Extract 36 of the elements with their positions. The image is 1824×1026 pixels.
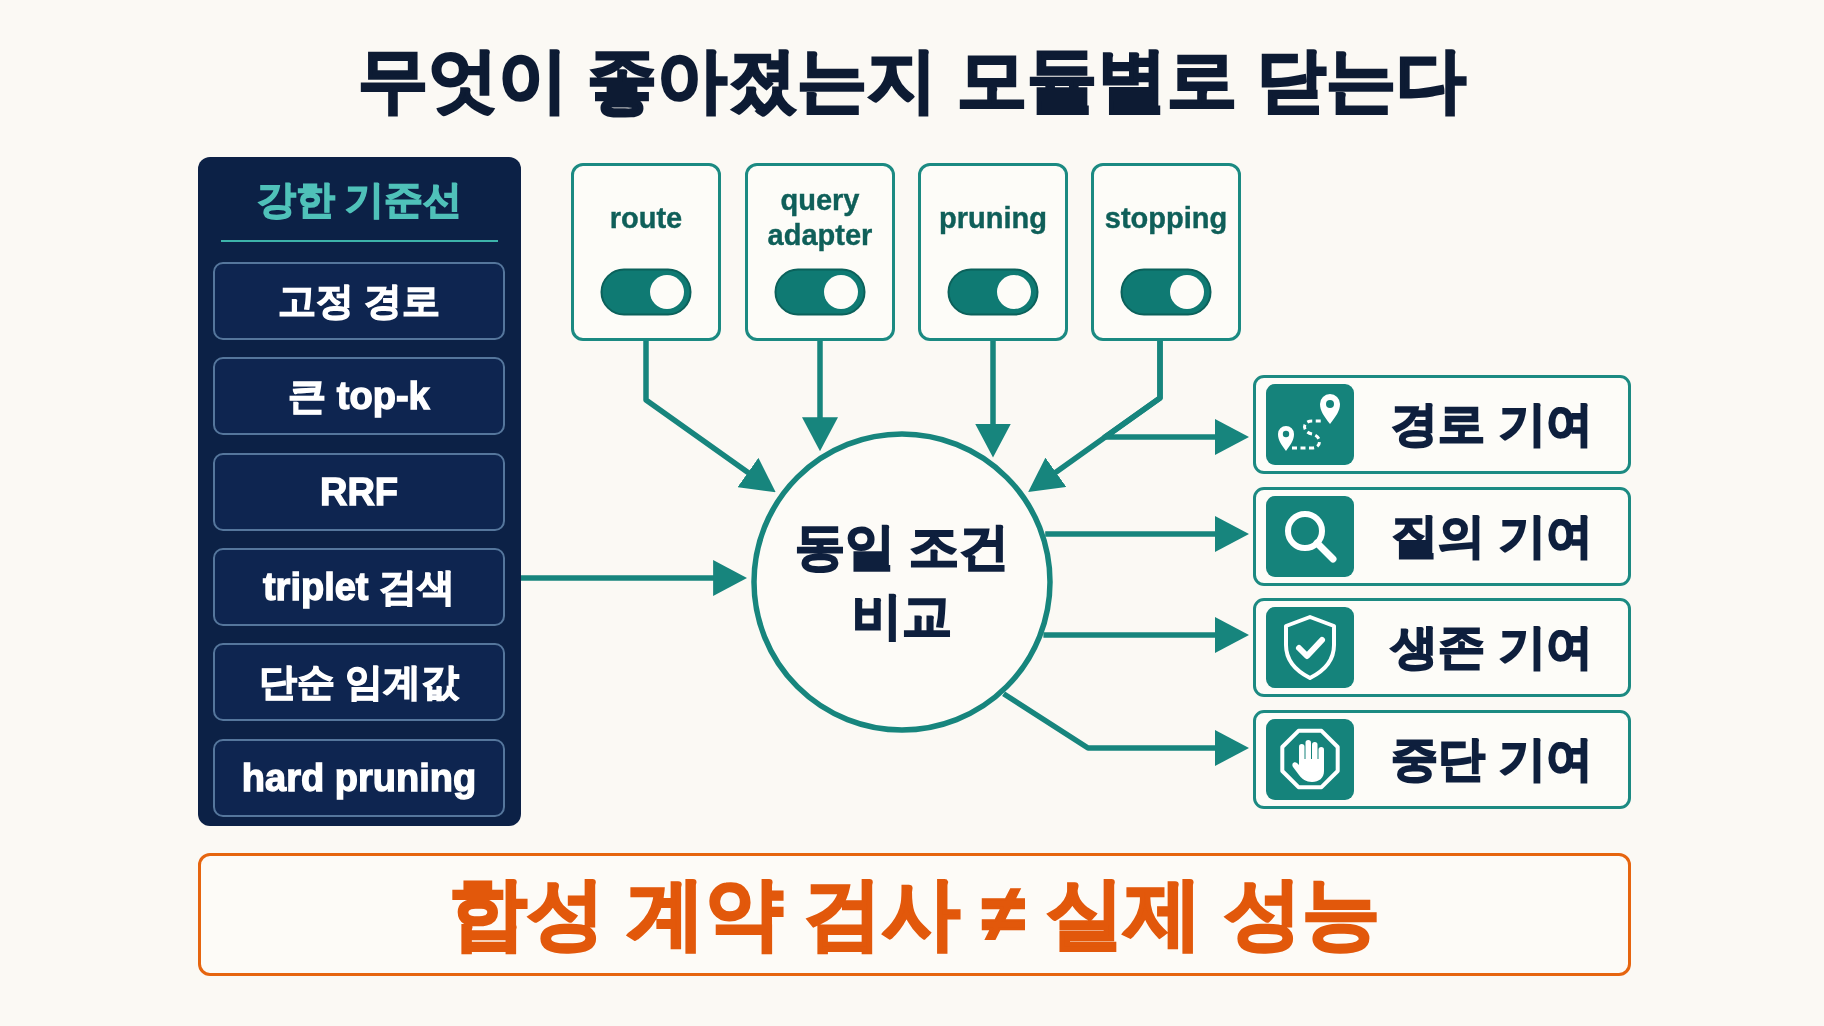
toggle-card	[1091, 163, 1241, 341]
note-banner: 합성 계약 검사 ≠ 실제 성능	[198, 853, 1631, 976]
contribution-box	[1253, 487, 1631, 586]
list-item-box: hard pruning	[213, 739, 505, 817]
box-label: 경로 기여	[1391, 396, 1593, 452]
toggle-card	[571, 163, 721, 341]
list-item-box: 고정 경로	[213, 262, 505, 340]
list-item-box: 큰 top-k	[213, 357, 505, 435]
card-label: pruning	[938, 200, 1048, 236]
panel-heading: 강한 기준선	[256, 178, 463, 221]
list-item-box: RRF	[213, 453, 505, 531]
list-item-box: triplet 검색	[213, 548, 505, 626]
comparison-circle	[751, 431, 1053, 733]
arrow	[803, 341, 837, 452]
card-label: route	[608, 200, 684, 236]
arrow	[1002, 691, 1249, 765]
card-label: stopping	[1103, 200, 1229, 236]
arrow	[1043, 618, 1249, 652]
arrow	[1102, 341, 1249, 454]
box-label: 생존 기여	[1391, 619, 1593, 675]
contribution-box	[1253, 710, 1631, 809]
arrow	[976, 341, 1010, 458]
baseline-panel	[198, 157, 521, 826]
circle-label: 동일 조건 비교	[794, 518, 1010, 646]
toggle-card	[745, 163, 895, 341]
card-label: query adapter	[766, 183, 874, 253]
box-label: 질의 기여	[1391, 508, 1593, 564]
toggle-card	[918, 163, 1068, 341]
box-label: 중단 기여	[1391, 731, 1593, 787]
contribution-box	[1253, 375, 1631, 474]
contribution-box	[1253, 598, 1631, 697]
arrow	[521, 561, 748, 595]
list-item-box: 단순 임계값	[213, 643, 505, 721]
title: 무엇이 좋아졌는지 모듈별로 닫는다	[357, 41, 1467, 119]
arrow	[643, 341, 778, 495]
arrow	[1045, 517, 1249, 551]
